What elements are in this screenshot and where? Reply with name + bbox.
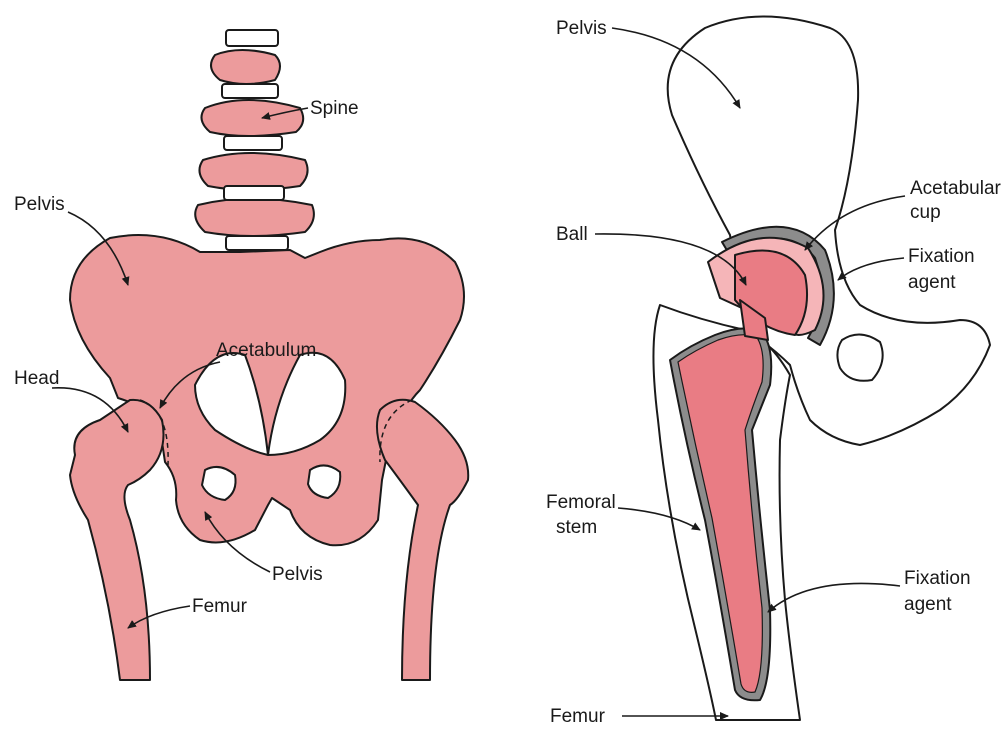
label-femoral-stem-line2: stem [556,517,597,538]
label-fixation-agent-top-line2: agent [908,272,956,293]
femur-right-illustration [377,400,468,680]
hip-implant-illustration: Pelvis Acetabular cup Ball Fixation agen… [546,17,1002,728]
femur-left-illustration [70,400,164,680]
natural-hip-illustration: Spine Pelvis Acetabulum Head Pelvis Femu… [14,30,468,680]
label-acetabular-cup-line1: Acetabular [910,178,1002,199]
implant-obturator-hole [837,334,882,380]
label-fixation-agent-top-line1: Fixation [908,246,975,267]
label-ball: Ball [556,224,588,245]
label-femoral-stem-line1: Femoral [546,492,616,513]
label-spine: Spine [310,98,359,119]
label-femur-left: Femur [192,596,248,617]
label-pelvis-bottom: Pelvis [272,564,323,585]
label-head: Head [14,368,59,389]
label-fixation-agent-bottom-line2: agent [904,594,952,615]
label-acetabular-cup-line2: cup [910,202,941,223]
pelvis-illustration [70,235,464,545]
spine-illustration [195,30,314,250]
label-femur-right: Femur [550,706,606,727]
label-pelvis-top: Pelvis [14,194,65,215]
label-pelvis-right: Pelvis [556,18,607,39]
label-fixation-agent-bottom-line1: Fixation [904,568,971,589]
label-acetabulum: Acetabulum [216,340,316,361]
